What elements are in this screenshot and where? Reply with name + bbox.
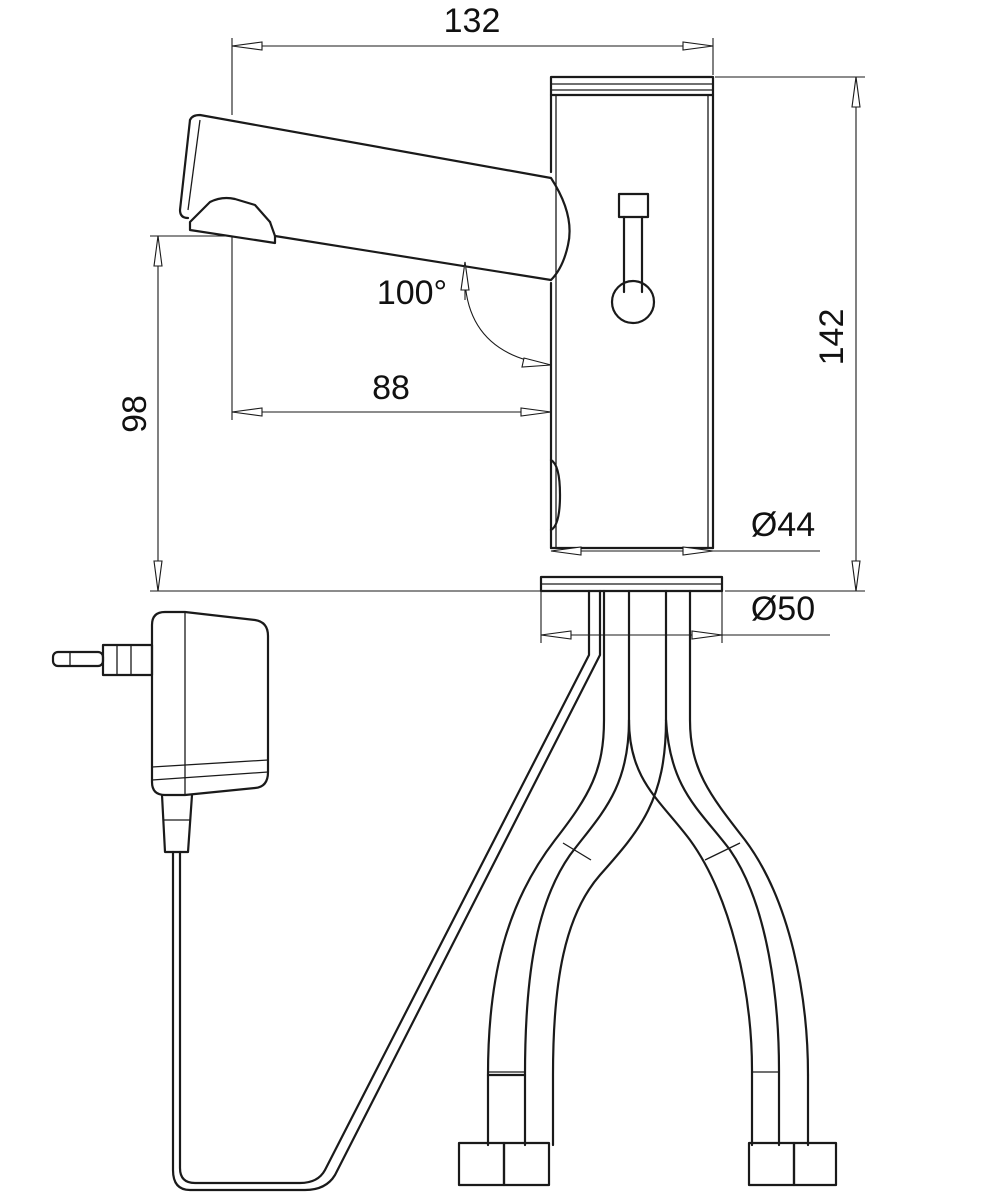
base-plate [539, 575, 724, 593]
dimension-spout-height [150, 235, 541, 592]
dimension-body-diameter [550, 546, 820, 556]
label-spout-reach: 88 [372, 369, 410, 407]
power-adapter [51, 610, 270, 854]
spout [178, 113, 571, 282]
dimension-overall-width [231, 38, 714, 115]
dimension-angle [460, 261, 552, 368]
supply-hoses [457, 589, 838, 1187]
dimension-total-height [715, 76, 865, 592]
faucet-body [549, 75, 715, 550]
lever [610, 192, 656, 325]
dimension-base-diameter [540, 591, 830, 643]
dimension-spout-reach [231, 236, 552, 420]
label-total-height: 142 [813, 309, 851, 366]
power-cable [171, 589, 602, 1192]
label-base-diameter: Ø50 [751, 590, 815, 628]
label-overall-width: 132 [444, 2, 501, 40]
label-spout-height: 98 [116, 395, 154, 433]
label-body-diameter: Ø44 [751, 506, 815, 544]
label-angle: 100° [377, 274, 447, 312]
